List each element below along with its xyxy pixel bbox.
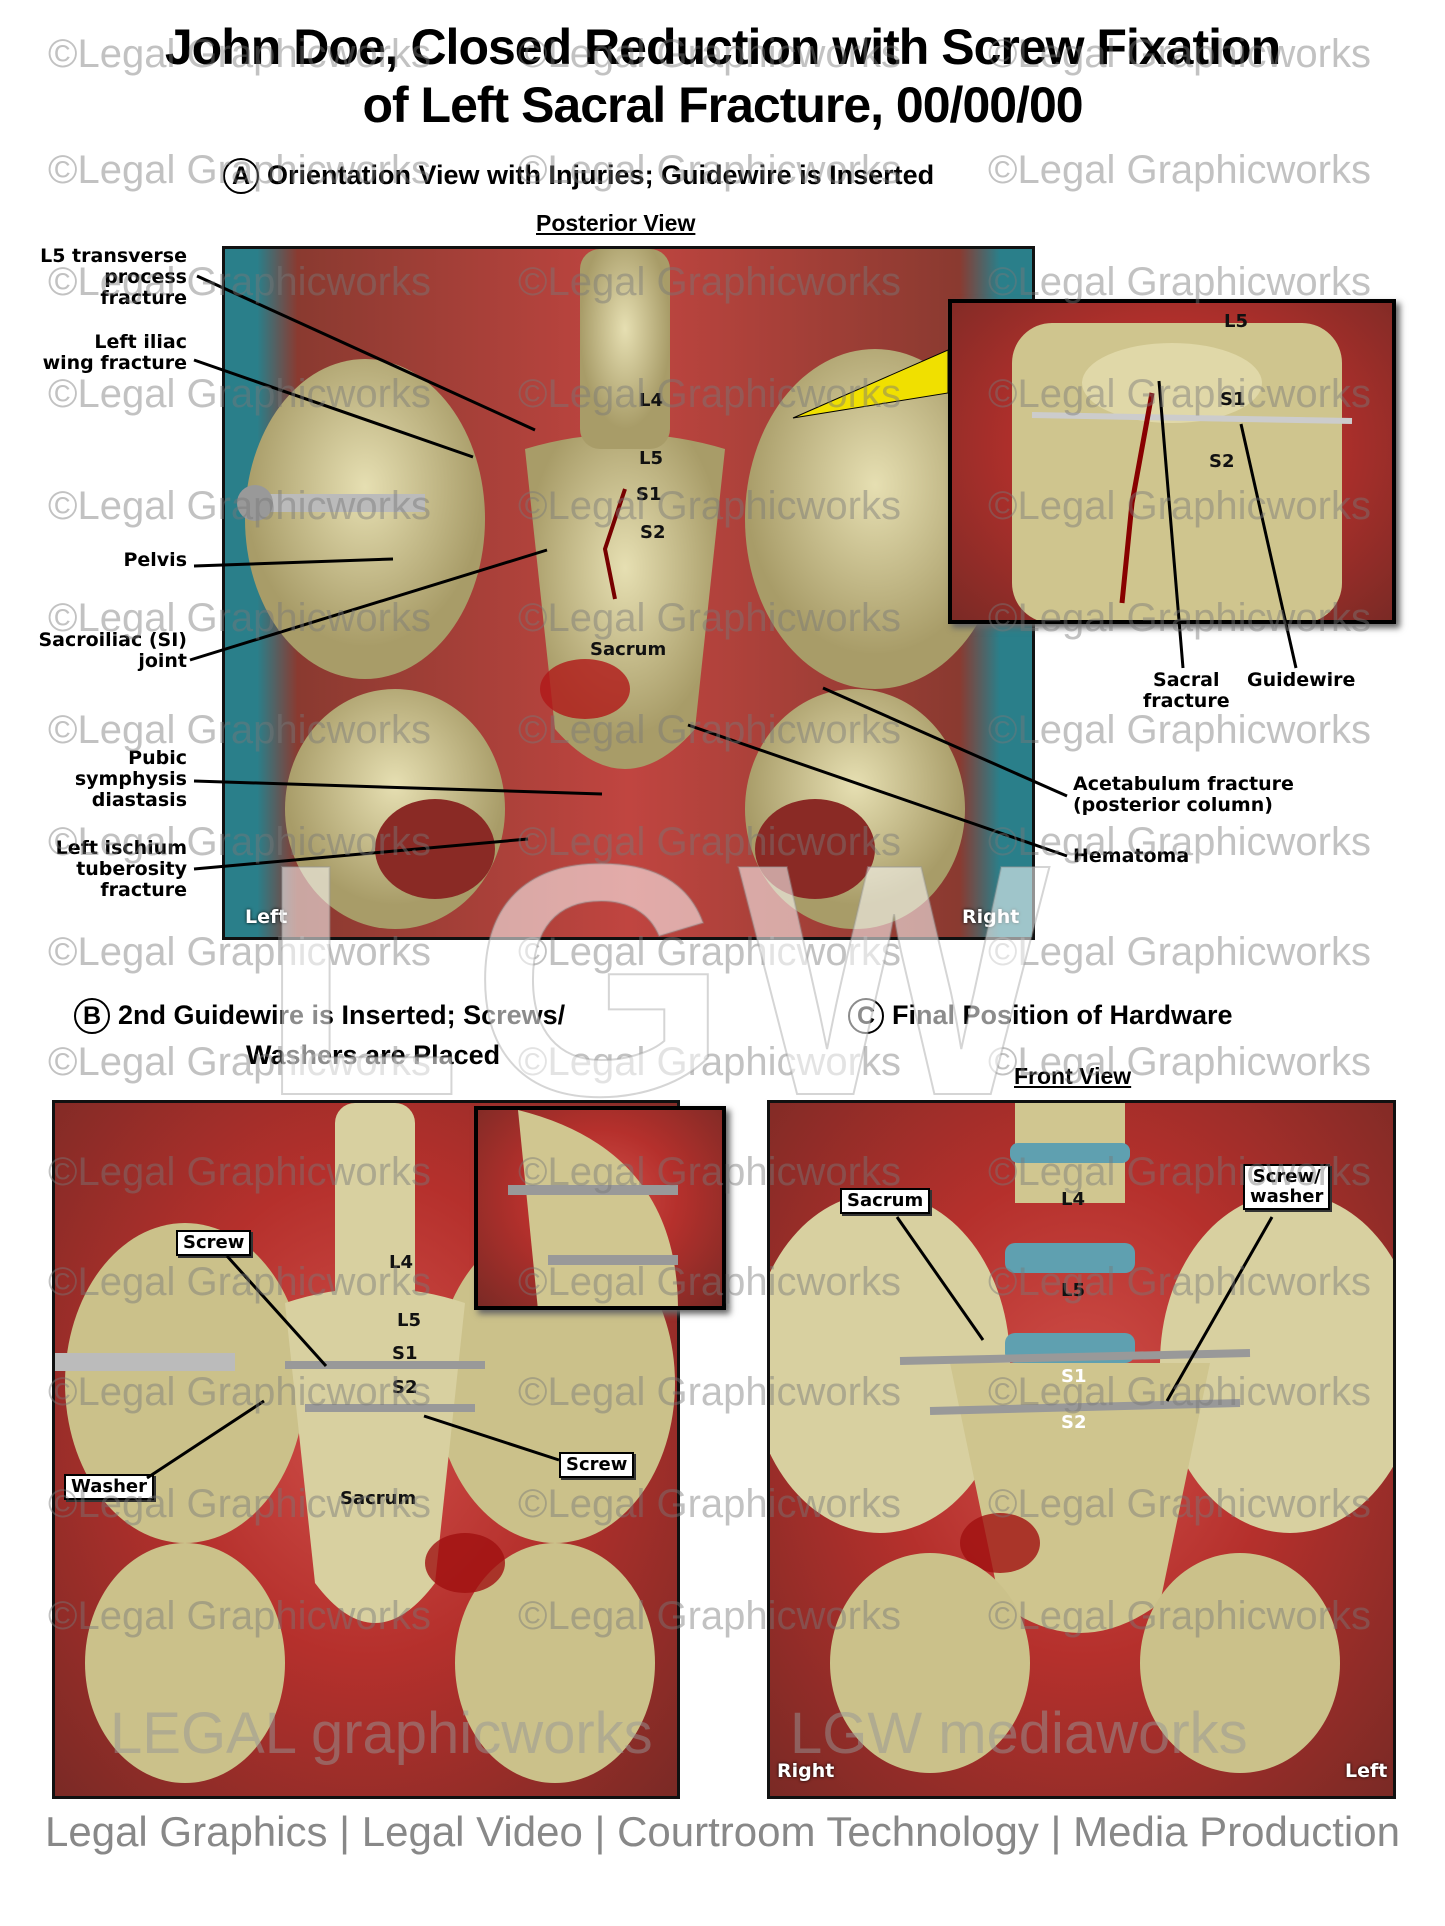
front-view-label: Front View — [1014, 1063, 1132, 1089]
label-c-sacrum: Sacrum — [840, 1188, 931, 1214]
section-a-text: Orientation View with Injuries; Guidewir… — [267, 160, 935, 190]
screw-closeup-illustration — [508, 1110, 678, 1306]
label-a-s2: S2 — [640, 522, 666, 543]
section-a-heading: A Orientation View with Injuries; Guidewi… — [223, 158, 934, 194]
label-pelvis: Pelvis — [123, 549, 187, 571]
label-left-iliac-wing-fracture: Left iliac wing fracture — [42, 331, 187, 374]
label-b-screw-bottom: Screw — [559, 1452, 635, 1478]
inset-label-s1: S1 — [1220, 389, 1246, 410]
label-c-s2: S2 — [1061, 1412, 1087, 1433]
label-a-s1: S1 — [636, 484, 662, 505]
copyright-watermark: ©Legal Graphicworks — [988, 148, 1371, 192]
label-b-washer: Washer — [64, 1474, 154, 1500]
label-c-l4: L4 — [1061, 1189, 1085, 1210]
label-hematoma: Hematoma — [1073, 845, 1190, 867]
section-c-text: Final Position of Hardware — [892, 1000, 1233, 1030]
title-line-2: of Left Sacral Fracture, 00/00/00 — [362, 77, 1083, 133]
panel-b-inset — [474, 1106, 726, 1310]
title-line-1: John Doe, Closed Reduction with Screw Fi… — [164, 19, 1281, 75]
section-c-letter: C — [848, 998, 884, 1034]
label-c-l5: L5 — [1061, 1280, 1085, 1301]
copyright-watermark: ©Legal Graphicworks — [988, 708, 1371, 752]
section-a-letter: A — [223, 158, 259, 194]
posterior-view-label: Posterior View — [536, 210, 696, 236]
label-c-s1: S1 — [1061, 1366, 1087, 1387]
section-b-heading: B 2nd Guidewire is Inserted; Screws/ — [74, 998, 565, 1034]
label-a-right: Right — [962, 906, 1020, 928]
footer-services: Legal Graphics | Legal Video | Courtroom… — [45, 1808, 1400, 1855]
label-b-l5: L5 — [397, 1310, 421, 1331]
label-b-sacrum: Sacrum — [340, 1488, 417, 1509]
label-b-s2: S2 — [392, 1377, 418, 1398]
section-b-text-1: 2nd Guidewire is Inserted; Screws/ — [118, 1000, 566, 1030]
label-sacral-fracture: Sacral fracture — [1143, 669, 1230, 712]
label-a-sacrum: Sacrum — [590, 639, 667, 660]
inset-label-s2: S2 — [1209, 451, 1235, 472]
label-a-l4: L4 — [639, 390, 663, 411]
label-guidewire: Guidewire — [1247, 669, 1356, 691]
label-acetabulum-fracture: Acetabulum fracture (posterior column) — [1073, 773, 1294, 816]
label-si-joint: Sacroiliac (SI) joint — [38, 629, 187, 672]
label-c-left: Left — [1345, 1760, 1388, 1782]
label-pubic-symphysis-diastasis: Pubic symphysis diastasis — [74, 747, 187, 811]
lgw-logo-watermark: LGW — [259, 794, 1060, 1165]
label-b-screw-top: Screw — [176, 1230, 252, 1256]
label-c-right: Right — [777, 1760, 835, 1782]
label-b-l4: L4 — [389, 1252, 413, 1273]
section-c-heading: C Final Position of Hardware — [848, 998, 1233, 1034]
label-a-left: Left — [245, 906, 288, 928]
inset-label-l5: L5 — [1224, 311, 1248, 332]
label-c-screw-washer: Screw/ washer — [1243, 1164, 1331, 1210]
sacrum-closeup-illustration — [1012, 323, 1353, 620]
label-l5-transverse-fracture: L5 transverse process fracture — [40, 245, 187, 309]
section-b-text-2: Washers are Placed — [246, 1040, 501, 1070]
label-left-ischium-fracture: Left ischium tuberosity fracture — [55, 837, 187, 901]
label-a-l5: L5 — [639, 448, 663, 469]
panel-a-inset — [948, 299, 1396, 624]
section-b-letter: B — [74, 998, 110, 1034]
label-b-s1: S1 — [392, 1343, 418, 1364]
